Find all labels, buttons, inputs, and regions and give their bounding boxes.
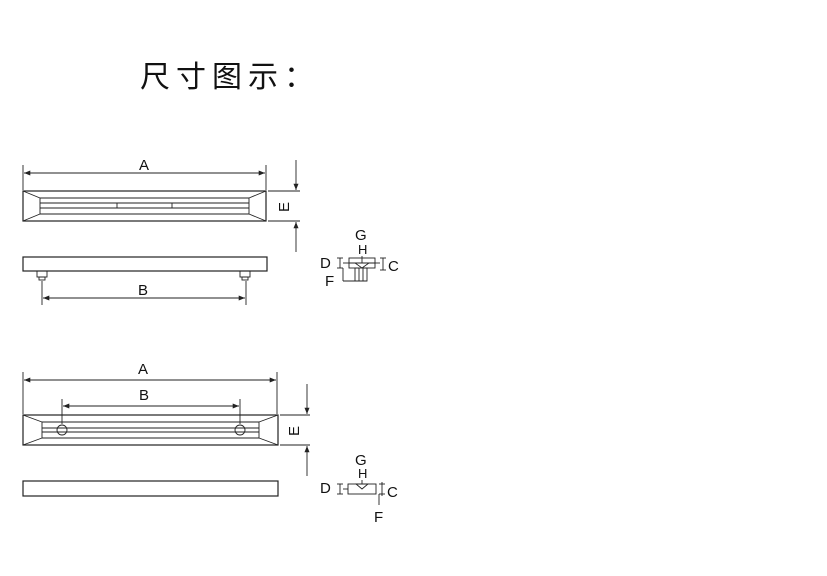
label-d-1: D	[320, 255, 331, 272]
side-view-2	[22, 480, 279, 497]
label-h-2: H	[358, 466, 367, 481]
label-e-1: E	[276, 202, 293, 212]
dimension-e-1: E	[268, 160, 300, 252]
page-title: 尺寸图示：	[140, 60, 320, 95]
label-b-2: B	[139, 387, 149, 404]
label-e-2: E	[286, 426, 303, 436]
diagram-2: A B E	[22, 361, 398, 526]
label-c-1: C	[388, 258, 399, 275]
label-a-2: A	[138, 361, 148, 378]
label-b-1: B	[138, 282, 148, 299]
label-a-1: A	[139, 157, 149, 174]
label-c-2: C	[387, 484, 398, 501]
dimension-a-2: A	[22, 361, 278, 414]
label-f-1: F	[325, 273, 334, 290]
side-view-1	[22, 256, 268, 281]
label-f-2: F	[374, 509, 383, 526]
top-view-2	[22, 414, 279, 446]
top-view-1	[22, 190, 267, 222]
dimension-b-1: B	[41, 281, 247, 305]
section-detail-2: G H D C F	[320, 452, 398, 526]
label-g-2: G	[355, 452, 367, 469]
section-detail-1: G H D C F	[320, 227, 399, 290]
dimension-a-1: A	[22, 157, 267, 190]
dimension-b-2: B	[61, 387, 241, 424]
label-d-2: D	[320, 480, 331, 497]
dimension-e-2: E	[280, 384, 310, 476]
label-h-1: H	[358, 242, 367, 257]
label-g-1: G	[355, 227, 367, 244]
diagram-1: A E	[22, 157, 399, 305]
